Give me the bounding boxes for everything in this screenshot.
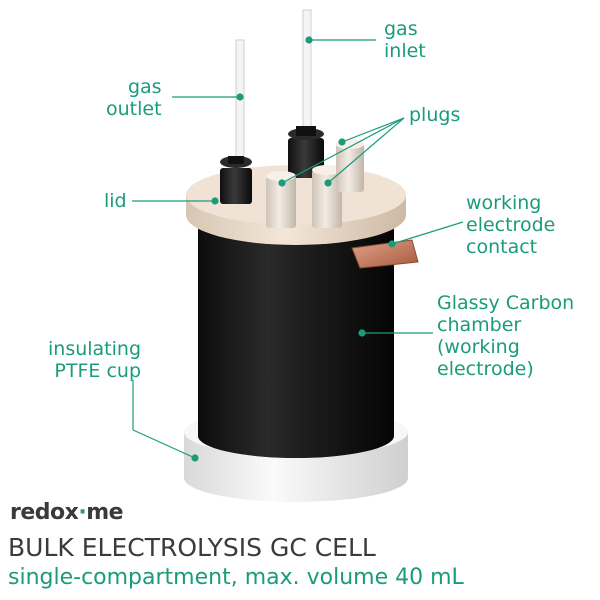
glassy-carbon-chamber — [198, 218, 394, 458]
page-title: BULK ELECTROLYSIS GC CELL — [8, 533, 376, 562]
page-subtitle: single-compartment, max. volume 40 mL — [8, 565, 464, 590]
label-gas-inlet: gas inlet — [384, 18, 426, 62]
leader-plugs-c — [327, 117, 405, 184]
dot-chamber — [358, 329, 366, 337]
dot-contact — [388, 240, 396, 248]
leader-contact — [391, 221, 464, 245]
label-working-electrode-contact: working electrode contact — [466, 192, 556, 258]
label-lid: lid — [104, 190, 127, 212]
dot-cup — [191, 454, 199, 462]
label-insulating-ptfe-cup: insulating PTFE cup — [48, 338, 142, 382]
label-gas-outlet: gas outlet — [106, 76, 162, 120]
dot-plugs-b — [278, 179, 286, 187]
dot-plugs-c — [324, 179, 332, 187]
dot-gas-inlet — [305, 36, 313, 44]
dot-plugs-a — [338, 138, 346, 146]
leader-lines — [132, 36, 464, 462]
label-plugs: plugs — [409, 104, 461, 126]
plug-left — [266, 171, 296, 228]
leader-cup-d — [132, 429, 196, 459]
plug-center — [312, 165, 342, 228]
brand-logo: redox·me — [10, 500, 124, 525]
gas-inlet-fitting — [288, 9, 324, 178]
leader-plugs-b — [281, 117, 405, 184]
dot-lid — [211, 197, 219, 205]
gas-outlet-fitting — [220, 39, 252, 204]
label-glassy-carbon-chamber: Glassy Carbon chamber (working electrode… — [437, 292, 575, 380]
leader-plugs-a — [341, 117, 405, 143]
dot-gas-outlet — [236, 93, 244, 101]
